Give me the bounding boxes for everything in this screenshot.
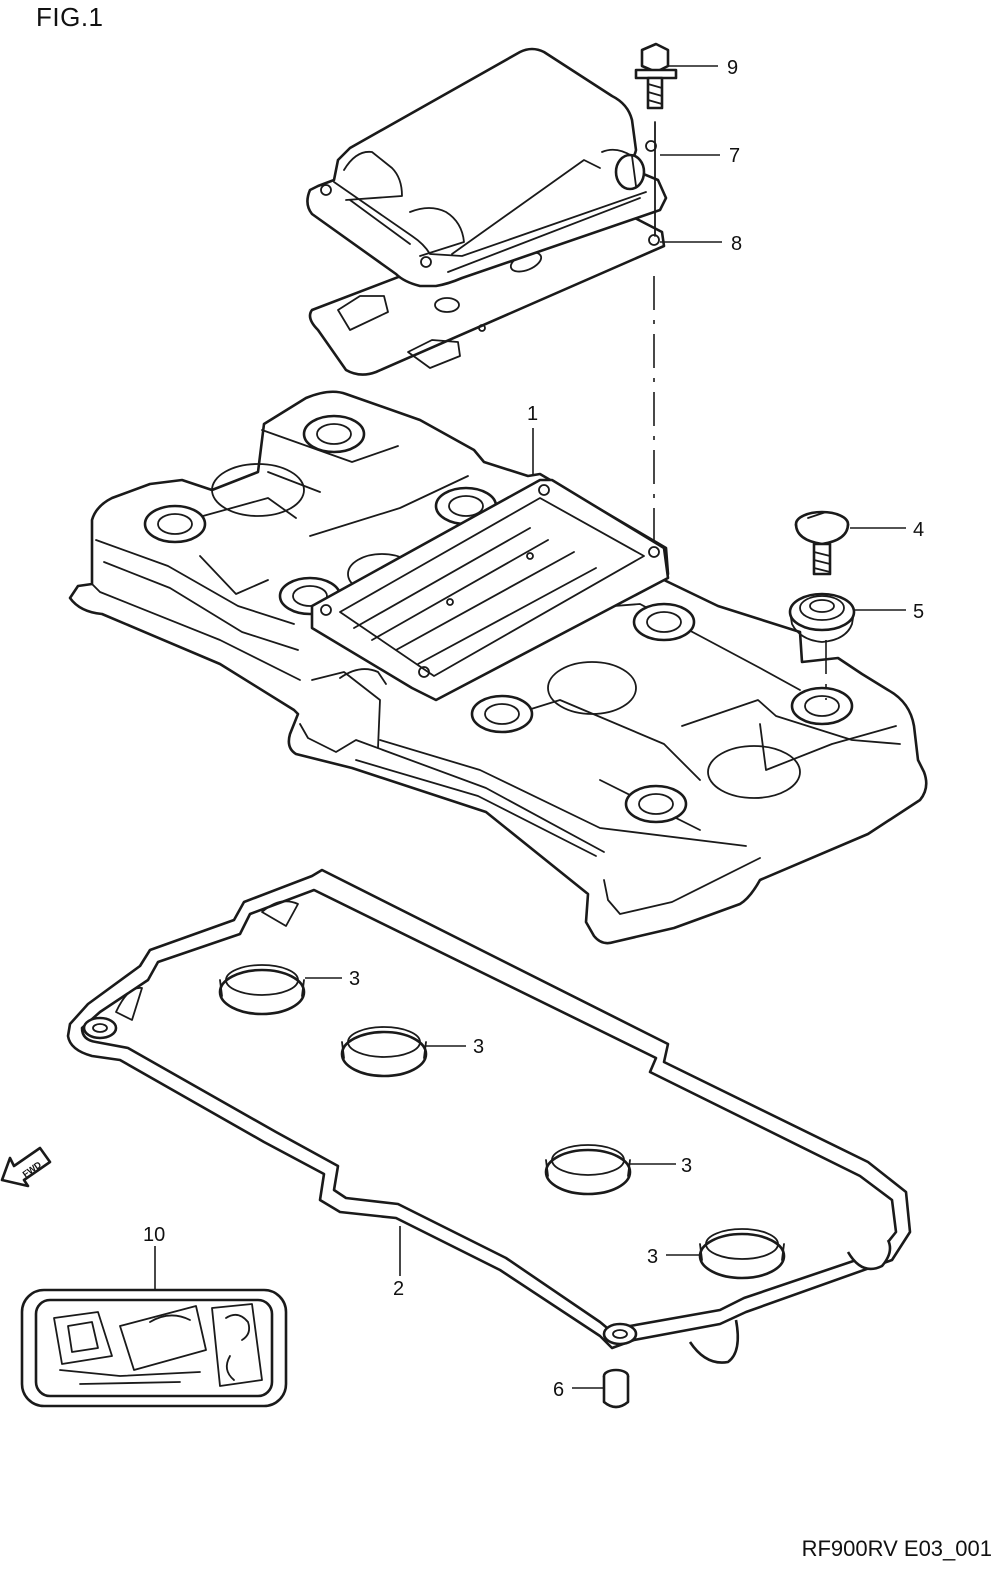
callout-6: 6 (553, 1379, 564, 1401)
callout-2: 2 (393, 1278, 404, 1300)
callout-3d: 3 (647, 1246, 658, 1268)
part-2-head-cover-gasket[interactable] (66, 868, 912, 1364)
callout-10: 10 (143, 1224, 165, 1246)
part-3-o-ring-3[interactable] (544, 1144, 632, 1196)
part-8-cover-gasket[interactable] (308, 198, 666, 376)
figure-title: FIG.1 (36, 2, 104, 32)
part-10-gasket-set[interactable] (20, 1288, 288, 1408)
part-1-cylinder-head-cover[interactable] (68, 390, 928, 945)
part-3-o-ring-4[interactable] (698, 1228, 786, 1280)
leader-lines (154, 65, 906, 1389)
callout-3a: 3 (349, 968, 360, 990)
part-5-grommet[interactable] (788, 592, 856, 643)
callout-3b: 3 (473, 1036, 484, 1058)
callout-4: 4 (913, 519, 924, 541)
part-3-o-ring-1[interactable] (218, 964, 306, 1016)
part-4-screw[interactable] (794, 510, 850, 576)
callout-9: 9 (727, 57, 738, 79)
callout-1: 1 (527, 403, 538, 425)
part-9-bolt[interactable] (634, 42, 678, 110)
diagram-code: RF900RV E03_001 (801, 1536, 992, 1561)
fwd-arrow-icon: FWD (0, 1146, 52, 1188)
callout-labels: 9 7 8 1 4 5 3 3 3 3 2 6 10 (143, 57, 924, 1401)
callout-3c: 3 (681, 1155, 692, 1177)
callout-7: 7 (729, 145, 740, 167)
part-6-dowel-pin[interactable] (602, 1368, 630, 1409)
assembly-lines (653, 121, 827, 700)
part-7-breather-cover[interactable] (306, 47, 668, 288)
part-3-o-ring-2[interactable] (340, 1026, 428, 1078)
callout-8: 8 (731, 233, 742, 255)
callout-5: 5 (913, 601, 924, 623)
